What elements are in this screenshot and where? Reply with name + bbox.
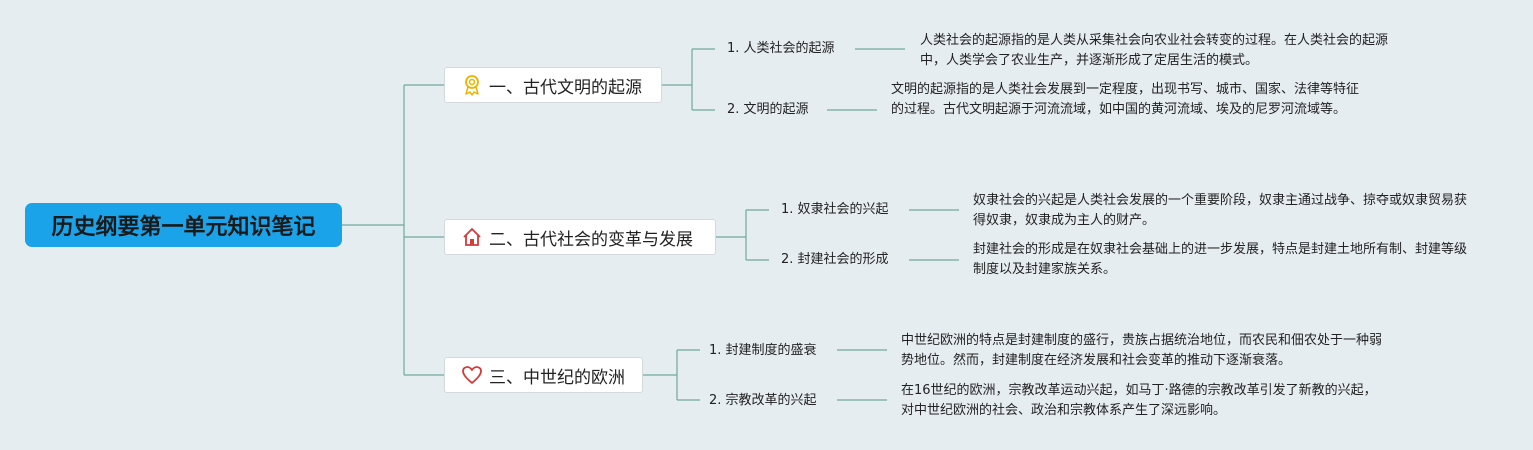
branch-ancient-civilization-origin[interactable]: 一、古代文明的起源 [444, 67, 662, 103]
topic-description: 封建社会的形成是在奴隶社会基础上的进一步发展，特点是封建土地所有制、封建等级制度… [973, 242, 1468, 277]
branch-ancient-society-change[interactable]: 二、古代社会的变革与发展 [444, 219, 716, 255]
topic-human-society-origin[interactable]: 1. 人类社会的起源 [727, 41, 835, 56]
root-title: 历史纲要第一单元知识笔记 [51, 215, 316, 240]
topic-civilization-origin[interactable]: 2. 文明的起源 [727, 102, 809, 117]
topic-feudal-society-formation[interactable]: 2. 封建社会的形成 [781, 252, 889, 267]
branch-medieval-europe[interactable]: 三、中世纪的欧洲 [444, 357, 643, 393]
topic-description: 中世纪欧洲的特点是封建制度的盛行，贵族占据统治地位，而农民和佃农处于一种弱势地位… [901, 333, 1383, 368]
award-ribbon-icon [461, 74, 483, 96]
root-topic[interactable]: 历史纲要第一单元知识笔记 [25, 203, 342, 247]
topic-description: 奴隶社会的兴起是人类社会发展的一个重要阶段，奴隶主通过战争、掠夺或奴隶贸易获得奴… [973, 193, 1468, 228]
branch-title: 一、古代文明的起源 [489, 77, 642, 98]
home-icon [461, 226, 483, 248]
topic-feudal-system-rise-fall[interactable]: 1. 封建制度的盛衰 [709, 343, 817, 358]
branch-title: 三、中世纪的欧洲 [489, 367, 625, 388]
heart-icon [461, 364, 483, 386]
topic-slave-society-rise[interactable]: 1. 奴隶社会的兴起 [781, 202, 889, 217]
branch-title: 二、古代社会的变革与发展 [489, 229, 693, 250]
topic-description: 人类社会的起源指的是人类从采集社会向农业社会转变的过程。在人类社会的起源中，人类… [920, 33, 1389, 68]
topic-description: 文明的起源指的是人类社会发展到一定程度，出现书写、城市、国家、法律等特征的过程。… [891, 82, 1360, 117]
topic-description: 在16世纪的欧洲，宗教改革运动兴起，如马丁·路德的宗教改革引发了新教的兴起，对中… [901, 383, 1377, 418]
topic-reformation-rise[interactable]: 2. 宗教改革的兴起 [709, 393, 817, 408]
